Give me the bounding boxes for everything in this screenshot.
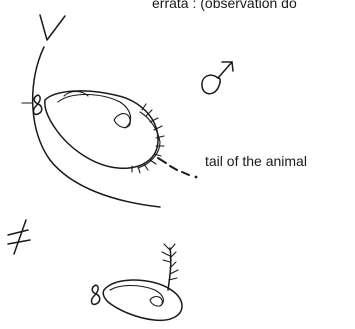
enclosing-arc xyxy=(33,47,160,207)
tail-pointer-dots xyxy=(158,158,197,178)
animal-figure-bottom xyxy=(92,244,182,320)
animal-figure-top xyxy=(22,91,164,173)
male-sign-icon xyxy=(202,62,233,94)
not-equal-sign-icon xyxy=(8,220,30,254)
tail-annotation-label: tail of the animal xyxy=(205,153,307,169)
check-stroke-icon xyxy=(40,15,65,40)
